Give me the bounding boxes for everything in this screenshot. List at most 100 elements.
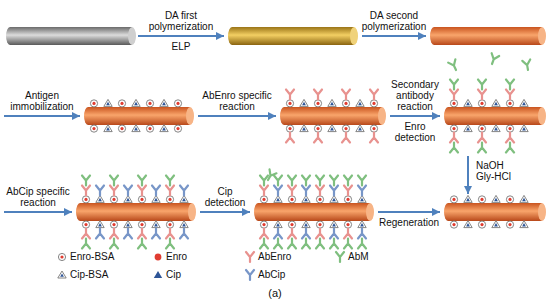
cip-bsa-symbol: [358, 221, 366, 228]
antibody-stroke: [330, 176, 338, 186]
cip-mark: [134, 127, 138, 130]
antibody-stroke: [246, 252, 254, 262]
cip-bsa-symbol: [520, 125, 528, 132]
bsa-circle: [316, 221, 323, 228]
cip-bsa-symbol: [302, 221, 310, 228]
antibody-stroke: [370, 133, 378, 143]
antibody-stroke: [302, 176, 310, 186]
antibody-symbol: [110, 239, 118, 249]
step-label: Secondary antibody reaction: [388, 79, 442, 112]
cip-mark: [302, 127, 306, 130]
enro-dot: [92, 102, 95, 105]
antibody-stroke: [506, 80, 514, 90]
cip-bsa-symbol: [58, 271, 66, 278]
enro-dot: [346, 198, 349, 201]
enro-bsa-symbol: [316, 221, 323, 228]
antibody-stroke: [246, 270, 254, 280]
fiber-cylinder: [430, 27, 546, 45]
antibody-stroke: [358, 176, 366, 186]
cip-mark: [154, 198, 158, 201]
cip-bsa-symbol: [464, 125, 472, 132]
enro-dot: [112, 223, 115, 226]
cip-mark: [304, 198, 308, 201]
cip-bsa-symbol: [464, 99, 472, 106]
enro-bsa-symbol: [478, 221, 485, 228]
cip-mark: [358, 127, 362, 130]
enro-bsa-symbol: [344, 221, 351, 228]
bsa-circle: [288, 196, 295, 203]
antibody-stroke: [478, 143, 486, 153]
step-label: ELP: [138, 41, 224, 52]
cip-mark: [330, 102, 334, 105]
legend-label: Cip: [166, 269, 181, 281]
enro-bsa-symbol: [506, 196, 513, 203]
antibody-symbol: [506, 80, 514, 90]
cip-bsa-symbol: [132, 99, 140, 106]
antibody-symbol: [344, 176, 352, 186]
fiber-cylinder: [76, 203, 196, 221]
bsa-triangle: [300, 99, 308, 106]
antibody-stroke: [450, 133, 458, 143]
fiber-cylinder: [280, 107, 386, 125]
enro-bsa-symbol: [344, 196, 351, 203]
cylinder-face: [378, 107, 386, 125]
enro-bsa-symbol: [342, 100, 349, 107]
cylinder-body: [284, 107, 382, 125]
antibody-stroke: [344, 186, 352, 196]
step-label: Regeneration: [376, 217, 442, 228]
enro-dot: [318, 198, 321, 201]
bsa-circle: [478, 125, 485, 132]
cip-mark: [126, 198, 130, 201]
cylinder-body: [232, 27, 354, 45]
bsa-circle: [314, 100, 321, 107]
cip-mark: [126, 223, 130, 226]
enro-dot: [318, 223, 321, 226]
enro-dot: [480, 102, 483, 105]
enro-bsa-symbol: [370, 100, 377, 107]
cip-bsa-symbol: [300, 125, 308, 132]
antibody-stroke: [138, 239, 146, 249]
step-label: Antigen immobilization: [2, 90, 82, 112]
enro-dot: [140, 198, 143, 201]
enro-bsa-symbol: [450, 125, 457, 132]
bsa-circle: [342, 125, 349, 132]
enro-bsa-symbol: [118, 100, 125, 107]
enro-bsa-symbol: [478, 196, 485, 203]
cylinder-body: [88, 107, 190, 125]
antibody-stroke: [302, 229, 310, 239]
enro-symbol: [155, 254, 162, 261]
cip-bsa-symbol: [330, 221, 338, 228]
antibody-stroke: [342, 90, 350, 100]
cip-mark: [466, 127, 470, 130]
bsa-circle: [450, 125, 457, 132]
enro-bsa-symbol: [174, 100, 181, 107]
antibody-stroke: [450, 80, 458, 90]
enro-dot: [168, 223, 171, 226]
fiber-cylinder: [228, 27, 358, 45]
antibody-symbol: [344, 229, 352, 239]
enro-dot: [148, 127, 151, 130]
antibody-stroke: [274, 186, 282, 196]
enro-dot: [92, 127, 95, 130]
antibody-symbol: [166, 239, 174, 249]
bsa-circle: [450, 196, 457, 203]
antibody-symbol: [450, 80, 458, 90]
antibody-symbol: [316, 186, 324, 196]
bsa-circle: [316, 196, 323, 203]
antibody-symbol: [302, 229, 310, 239]
antibody-stroke: [370, 90, 378, 100]
legend-label: Cip-BSA: [70, 269, 108, 281]
enro-dot: [480, 127, 483, 130]
antibody-stroke: [286, 90, 294, 100]
antibody-symbol: [265, 169, 277, 182]
antibody-stroke: [330, 229, 338, 239]
bsa-circle: [146, 125, 153, 132]
antibody-stroke: [260, 176, 268, 186]
antibody-stroke: [180, 186, 188, 196]
antibody-symbol: [288, 229, 296, 239]
antibody-symbol: [274, 176, 282, 186]
antibody-symbol: [506, 90, 514, 100]
cip-bsa-symbol: [152, 221, 160, 228]
antibody-stroke: [82, 239, 90, 249]
enro-bsa-symbol: [288, 221, 295, 228]
